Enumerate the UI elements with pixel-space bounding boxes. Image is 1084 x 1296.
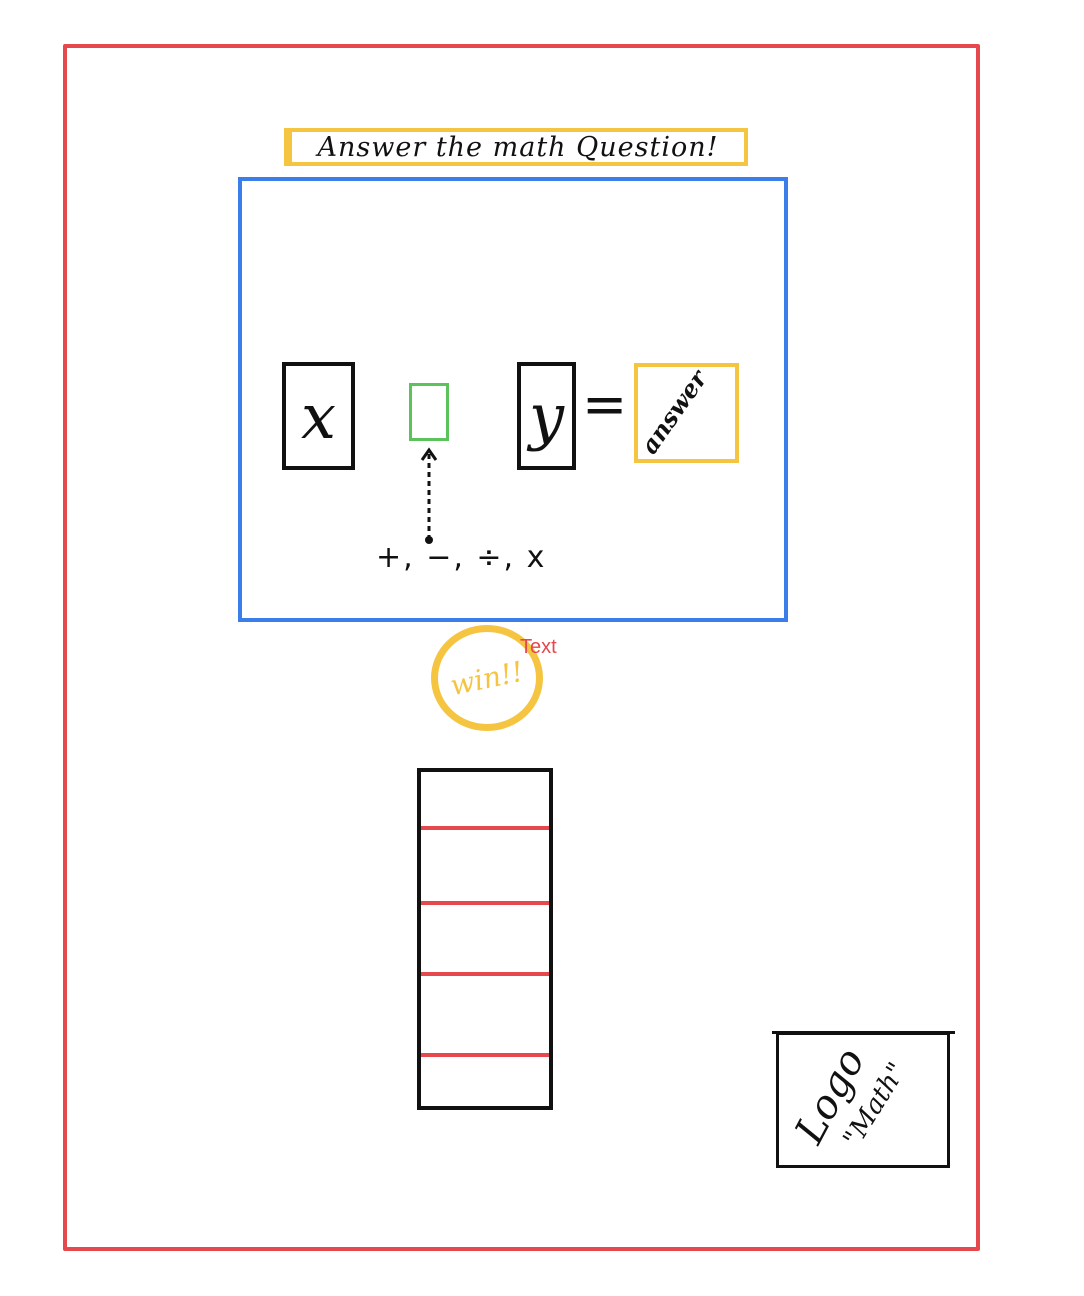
win-caption: Text (520, 636, 557, 658)
equals-sign: = (582, 373, 628, 436)
title-banner: Answer the math Question! (284, 128, 748, 166)
answer-input[interactable]: answer (634, 363, 739, 463)
variable-y-box: y (517, 362, 576, 470)
operator-arrow-icon (420, 447, 438, 544)
win-label: win!! (447, 654, 527, 702)
progress-ladder (417, 768, 553, 1110)
progress-rung (421, 826, 549, 830)
answer-placeholder: answer (634, 364, 713, 460)
variable-x-box: x (282, 362, 355, 470)
game-panel (238, 177, 788, 622)
logo: Logo "Math" (776, 1032, 950, 1168)
variable-y-label: y (528, 379, 565, 453)
page-title: Answer the math Question! (317, 131, 719, 163)
operator-slot[interactable] (409, 383, 449, 441)
progress-rung (421, 901, 549, 905)
variable-x-label: x (301, 379, 336, 453)
progress-rung (421, 972, 549, 976)
win-button[interactable]: win!! (431, 625, 543, 731)
progress-rung (421, 1053, 549, 1057)
operator-options[interactable]: +, −, ÷, x (376, 540, 547, 575)
page-frame (63, 44, 980, 1251)
